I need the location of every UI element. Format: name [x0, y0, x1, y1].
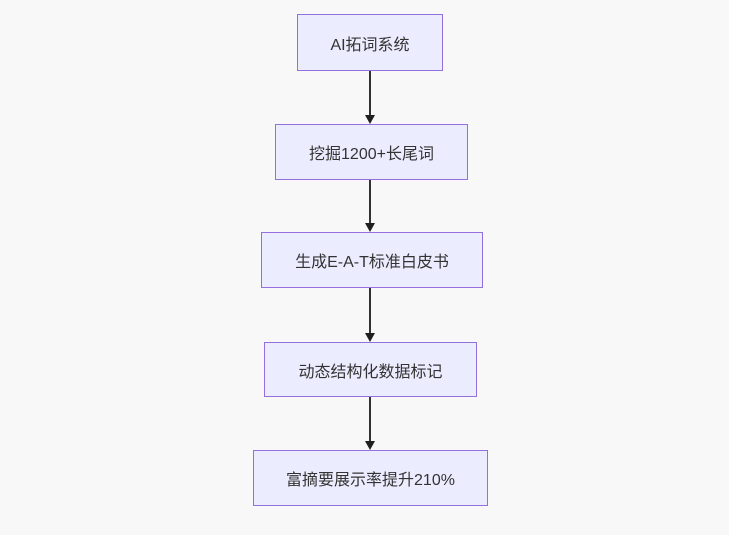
flowchart-node-longtail-mining: 挖掘1200+长尾词: [275, 124, 468, 180]
arrow-line: [369, 397, 371, 441]
node-label: 挖掘1200+长尾词: [309, 146, 434, 163]
flowchart-node-structured-data: 动态结构化数据标记: [264, 342, 477, 397]
node-label: 生成E-A-T标准白皮书: [295, 254, 449, 271]
arrow-down-icon: [365, 441, 375, 450]
arrow-line: [369, 180, 371, 223]
node-label: 动态结构化数据标记: [298, 363, 443, 381]
arrow-line: [369, 71, 371, 115]
flowchart-node-rich-snippet-result: 富摘要展示率提升210%: [253, 450, 488, 506]
arrow-down-icon: [365, 333, 375, 342]
arrow-connector-3: [364, 288, 376, 342]
arrow-down-icon: [365, 115, 375, 124]
arrow-connector-4: [364, 397, 376, 450]
arrow-connector-1: [364, 71, 376, 124]
flowchart-node-eat-whitepaper: 生成E-A-T标准白皮书: [261, 232, 483, 288]
arrow-line: [369, 288, 371, 333]
node-label: 富摘要展示率提升210%: [286, 472, 455, 489]
arrow-down-icon: [365, 223, 375, 232]
flowchart-node-ai-word-expansion: AI拓词系统: [297, 14, 443, 71]
node-label: AI拓词系统: [330, 36, 410, 54]
arrow-connector-2: [364, 180, 376, 232]
